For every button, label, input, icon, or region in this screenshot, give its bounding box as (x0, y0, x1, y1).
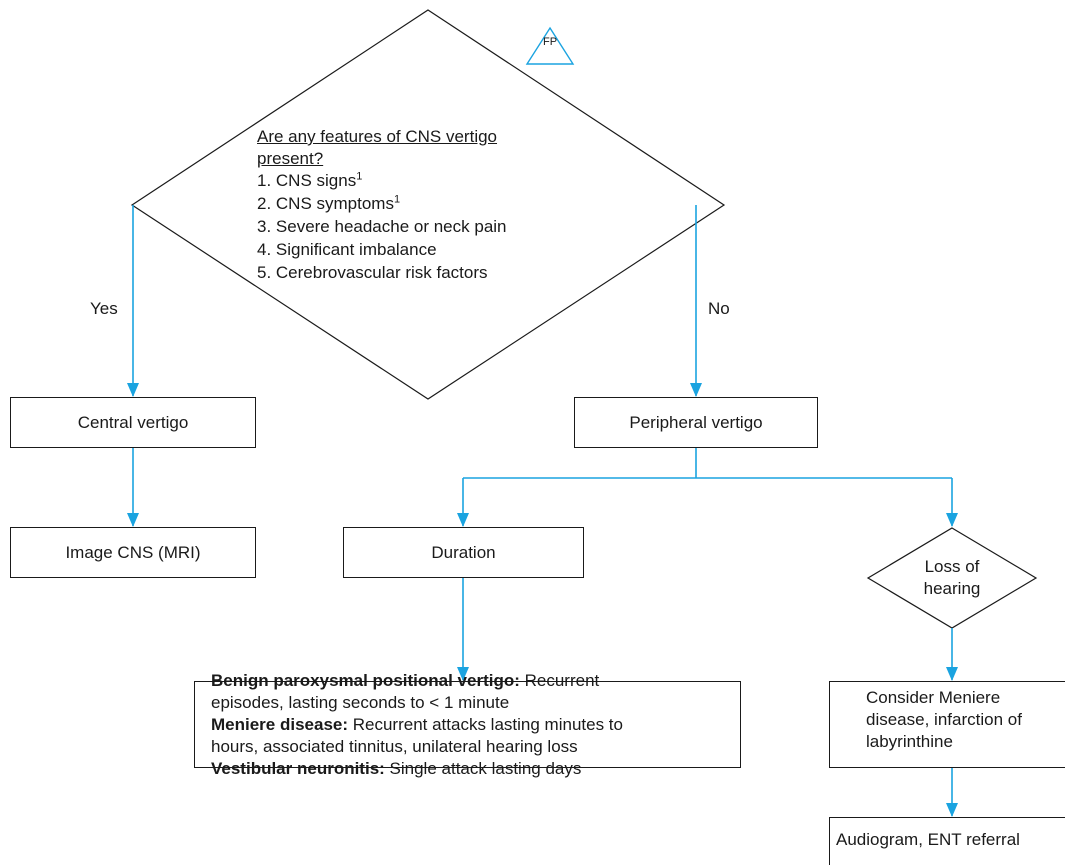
meniere-line1: Consider Meniere (866, 688, 1001, 707)
duration-box: Duration (343, 527, 584, 578)
audiogram-box: Audiogram, ENT referral (829, 817, 1065, 865)
meniere-line3: labyrinthine (866, 732, 953, 751)
decision-diamond (130, 9, 726, 400)
hearing-line2: hearing (923, 579, 981, 598)
decision-title-line1: Are any features of CNS vertigo (257, 127, 498, 146)
meniere-line2: disease, infarction of (866, 710, 1022, 729)
central-vertigo-box: Central vertigo (10, 397, 256, 448)
duration-info-box: Benign paroxysmal positional vertigo: Re… (194, 671, 741, 778)
decision-item-1: 1. CNS signs1 (257, 170, 363, 190)
decision-item-3: 3. Severe headache or neck pain (257, 217, 507, 236)
audiogram-label: Audiogram, ENT referral (836, 830, 1020, 849)
info-bppv-line2: episodes, lasting seconds to < 1 minute (211, 692, 510, 712)
info-neuronitis-line: Vestibular neuronitis: Single attack las… (211, 758, 582, 778)
decision-item-2: 2. CNS symptoms1 (257, 193, 401, 213)
info-meniere-line1: Meniere disease: Recurrent attacks lasti… (211, 714, 623, 734)
info-meniere-line2: hours, associated tinnitus, unilateral h… (211, 736, 578, 756)
decision-item-4: 4. Significant imbalance (257, 240, 437, 259)
fp-badge-icon (525, 26, 575, 65)
yes-label: Yes (90, 299, 118, 318)
meniere-box: Consider Meniere disease, infarction of … (829, 681, 1065, 768)
info-bppv-line1: Benign paroxysmal positional vertigo: Re… (211, 670, 600, 690)
decision-item-5: 5. Cerebrovascular risk factors (257, 263, 488, 282)
image-cns-box: Image CNS (MRI) (10, 527, 256, 578)
hearing-line1: Loss of (924, 557, 980, 576)
fp-badge-label: FP (542, 36, 558, 48)
decision-title-line2: present? (257, 149, 324, 168)
no-label: No (708, 299, 730, 318)
hearing-label: Loss of hearing (924, 556, 981, 600)
peripheral-vertigo-box: Peripheral vertigo (574, 397, 818, 448)
